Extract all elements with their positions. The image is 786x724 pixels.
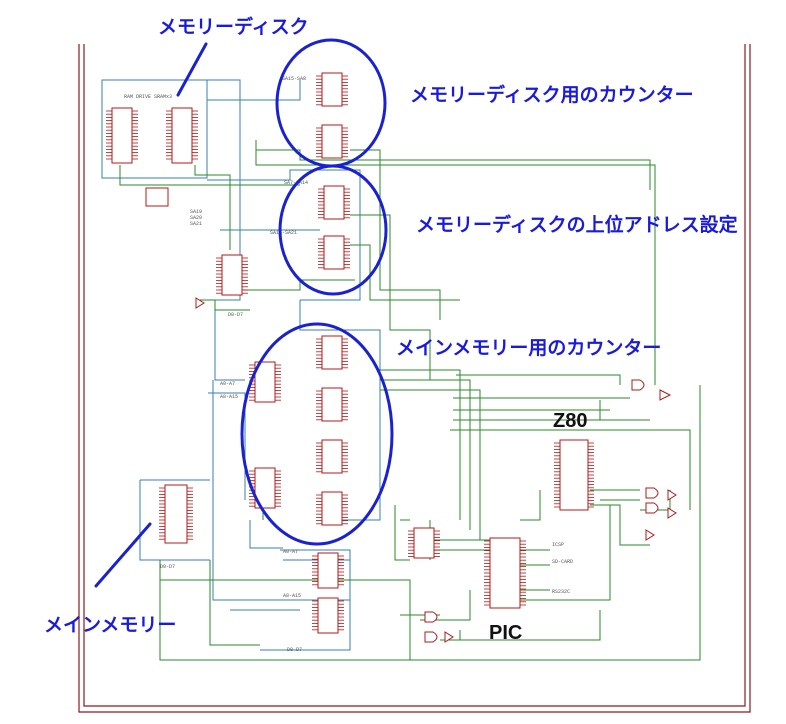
gate-5 [667,489,677,501]
gate-11 [195,297,205,309]
gate-2 [659,389,672,401]
sram-chip-1 [111,107,133,164]
label-memory-disk-counter: メモリーディスク用のカウンター [410,84,694,106]
gate-9 [424,631,438,643]
svg-text:A0-A7: A0-A7 [220,381,235,387]
pic-chip [489,537,521,609]
svg-text:SD-CARD: SD-CARD [552,559,573,565]
gate-3 [645,487,659,499]
svg-text:SA20: SA20 [190,215,202,221]
gate-4 [645,502,659,514]
label-memory-disk-upper-address: メモリーディスクの上位アドレス設定 [416,214,738,236]
svg-text:A0-A7: A0-A7 [283,549,298,555]
svg-text:RS232C: RS232C [552,589,570,595]
gate-1 [631,379,645,391]
circle-disk-upper [278,164,388,296]
svg-text:SA15-SA8: SA15-SA8 [282,76,306,82]
main-counter-1 [321,335,343,370]
disk-upper-2 [323,235,345,270]
label-main-memory-counter: メインメモリー用のカウンター [396,337,662,359]
svg-text:D0-D7: D0-D7 [287,647,302,653]
label-memory-disk: メモリーディスク [158,16,309,38]
svg-text:A8-A15: A8-A15 [220,394,238,400]
pin-stubs [106,75,594,631]
svg-text:A8-A15: A8-A15 [283,593,301,599]
main-mem-latch-2 [317,597,339,634]
sram-chip-2 [171,107,193,164]
svg-text:SA15-SA21: SA15-SA21 [270,230,297,236]
gate-10 [444,631,454,643]
label-main-memory: メインメモリー [44,614,177,636]
main-counter-3 [321,439,343,474]
label-pic: PIC [489,622,523,644]
main-counter-2 [321,387,343,422]
gate-6 [667,507,677,519]
components [111,72,677,643]
pointer-main-memory [94,522,152,588]
main-buffer-2 [254,467,276,509]
signal-wires [119,140,701,661]
main-memory-chip [164,484,188,544]
pointer-lines [94,42,208,588]
latch-chip [221,254,243,296]
sheet-frame [78,44,751,713]
svg-text:RAM DRIVE SRAMx3: RAM DRIVE SRAMx3 [124,94,172,100]
svg-text:D0-D7: D0-D7 [228,312,243,318]
gate-8 [424,611,438,623]
disk-counter-2 [321,124,343,159]
svg-text:SA21: SA21 [190,221,202,227]
main-mem-latch-1 [317,552,339,589]
disk-counter-1 [321,72,343,107]
pointer-memory-disk [176,42,208,97]
main-counter-4 [321,491,343,526]
small-ic [413,527,435,559]
svg-text:ICSP: ICSP [552,542,564,548]
svg-text:SA19: SA19 [190,209,202,215]
circle-main-counter [240,322,394,546]
highlight-circles [240,38,394,546]
resistor-array [145,187,169,207]
label-z80: Z80 [553,410,588,432]
disk-upper-1 [323,185,345,220]
svg-text:D0-D7: D0-D7 [160,564,175,570]
z80-chip [559,439,589,511]
gate-7 [645,529,655,541]
main-buffer-1 [254,361,276,403]
